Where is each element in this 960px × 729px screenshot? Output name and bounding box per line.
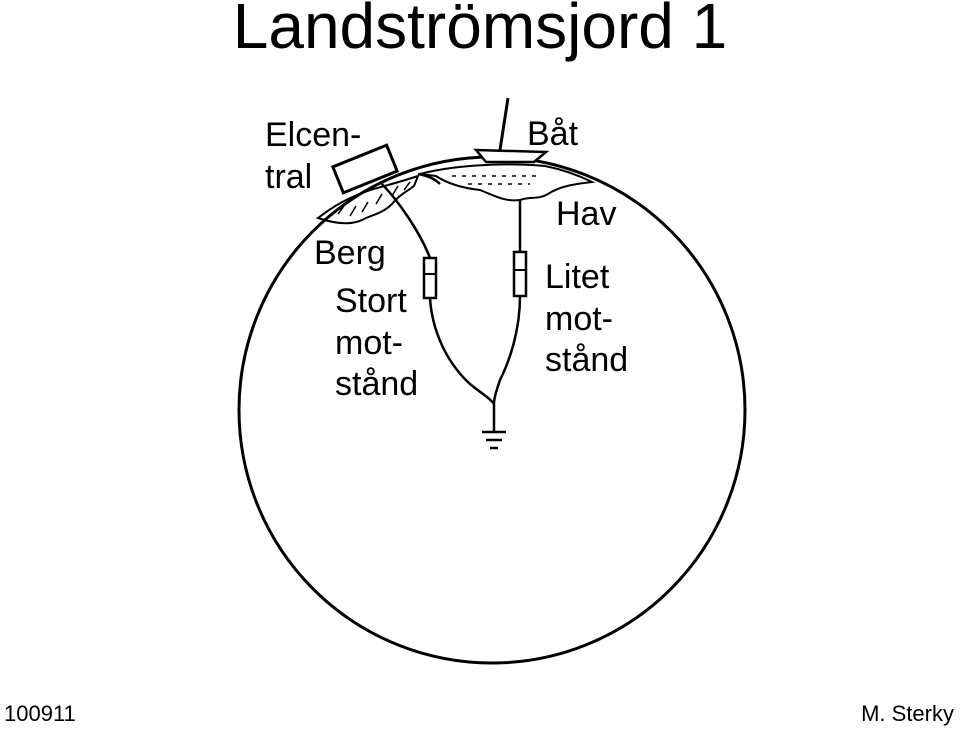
high-resistance-wire (379, 181, 496, 405)
rock-texture (337, 181, 411, 217)
label-high-res-1: Stort (335, 282, 407, 320)
ground-symbol (482, 404, 506, 450)
label-high-res-3: stånd (335, 365, 418, 403)
high-resistance-resistor (422, 256, 438, 300)
low-resistance-resistor (512, 250, 528, 298)
label-elcentral-2: tral (265, 158, 312, 196)
low-resistance-wire (417, 172, 522, 405)
label-sea: Hav (556, 195, 616, 233)
label-low-res-1: Litet (545, 258, 610, 296)
label-high-res-2: mot- (335, 324, 403, 362)
label-boat: Båt (527, 115, 579, 153)
boat-mast (498, 97, 510, 151)
elcentral-box (330, 143, 400, 195)
rock-area (315, 174, 420, 225)
slide-title: Landströmsjord 1 (232, 0, 728, 62)
sea-waves (452, 175, 540, 185)
footer-date: 100911 (4, 701, 76, 726)
label-low-res-3: stånd (545, 341, 628, 379)
label-rock: Berg (314, 234, 386, 272)
sea-area (419, 163, 596, 202)
boat-hull (473, 148, 550, 164)
footer-author: M. Sterky (861, 701, 954, 726)
label-low-res-2: mot- (545, 300, 613, 338)
label-elcentral-1: Elcen- (265, 116, 361, 154)
earth-circle (237, 155, 747, 665)
